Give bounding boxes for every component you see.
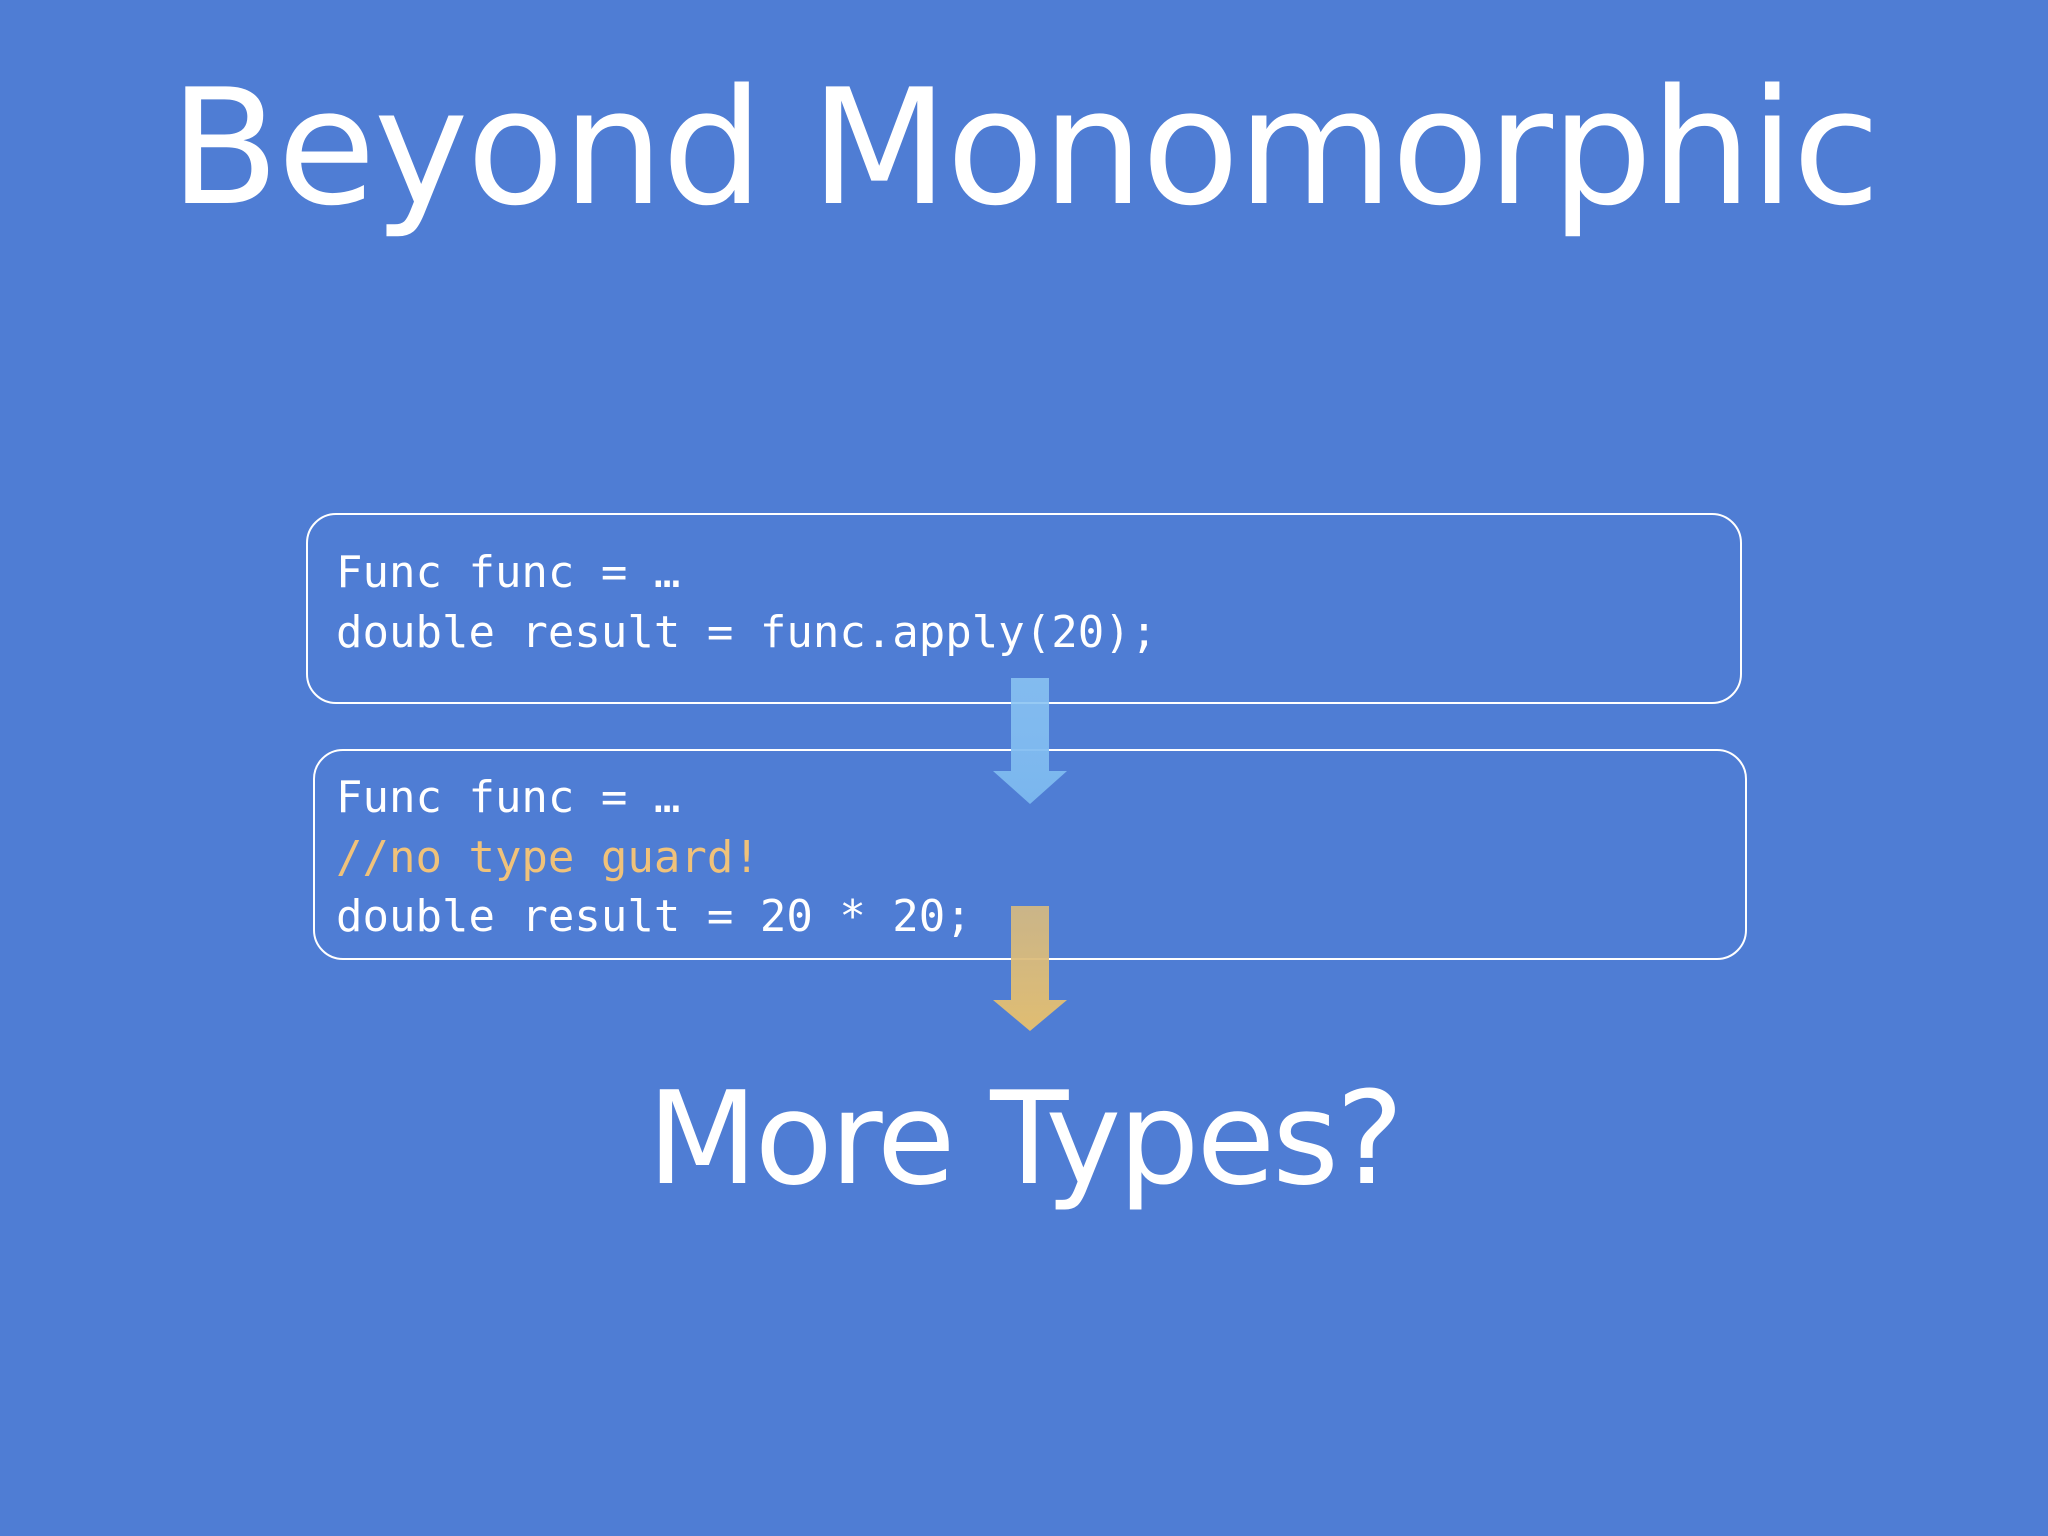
code-line: Func func = … xyxy=(336,772,681,823)
code-block-original: Func func = … double result = func.apply… xyxy=(306,513,1742,704)
code-line: double result = 20 * 20; xyxy=(336,891,972,942)
code-line: double result = func.apply(20); xyxy=(336,607,1158,658)
code-comment-line: //no type guard! xyxy=(336,832,760,883)
down-arrow-icon xyxy=(993,678,1067,804)
slide-title: Beyond Monomorphic xyxy=(169,54,1881,241)
slide-subtitle: More Types? xyxy=(647,1065,1404,1214)
down-arrow-icon xyxy=(993,906,1067,1031)
code-line: Func func = … xyxy=(336,547,681,598)
